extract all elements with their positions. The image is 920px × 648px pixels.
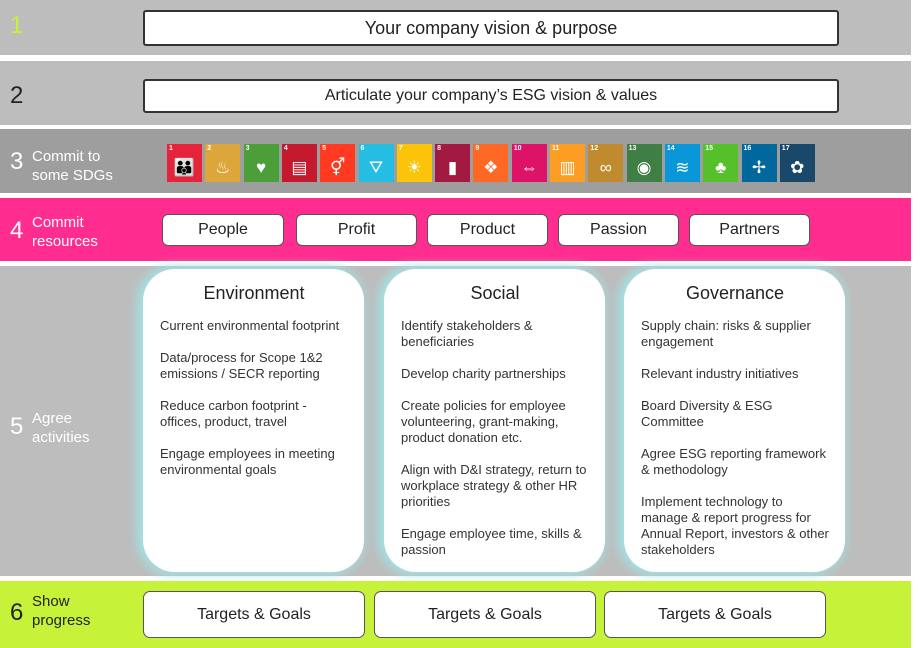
sdg-tile-3: 3♥ (243, 144, 279, 182)
governance-item: Implement technology to manage & report … (641, 494, 829, 557)
social-item: Engage employee time, skills & passion (401, 526, 582, 557)
sdg-tile-8: 8▮ (435, 144, 471, 182)
bowl-icon: ♨ (215, 158, 231, 177)
resource-product: Product (427, 214, 548, 246)
sdg-number: 14 (666, 145, 675, 152)
targets-goals-environment: Targets & Goals (143, 591, 365, 638)
people-icon: 👪 (173, 158, 196, 177)
sdg-tile-17: 17✿ (779, 144, 815, 182)
sdg-number: 17 (781, 145, 790, 152)
sdg-number: 3 (245, 145, 250, 152)
social-title: Social (470, 283, 520, 303)
water-icon: ⛛ (368, 158, 384, 177)
sdg-tile-14: 14≋ (664, 144, 700, 182)
environment-title: Environment (203, 283, 305, 303)
sdg-tile-10: 10 ⇔ (511, 144, 547, 182)
sdg-tile-5: 5⚥ (320, 144, 356, 182)
row-2-number: 2 (10, 82, 24, 109)
environment-item: Current environmental footprint (160, 318, 340, 333)
governance-item: Supply chain: risks & supplier engagemen… (641, 318, 811, 349)
sdg-tile-2: 2♨ (205, 144, 241, 182)
social-item: Develop charity partnerships (401, 366, 566, 381)
cubes-icon: ❖ (483, 158, 499, 177)
eye-icon: ◉ (636, 158, 652, 177)
sdg-number: 5 (322, 145, 327, 152)
governance-title: Governance (685, 283, 785, 303)
tree-icon: ♣ (715, 158, 727, 177)
sdg-tile-9: 9❖ (473, 144, 509, 182)
environment-item: Reduce carbon footprint - offices, produ… (160, 398, 307, 429)
social-item: Align with D&I strategy, return to workp… (401, 462, 587, 509)
sdg-number: 7 (398, 145, 403, 152)
values-box: Articulate your company’s ESG vision & v… (143, 79, 839, 113)
resource-people: People (162, 214, 284, 246)
sun-icon: ☀ (406, 158, 422, 177)
row-1-number: 1 (10, 12, 24, 39)
row-5-label: Agree activities (32, 410, 90, 446)
sdg-tile-4: 4▤ (281, 144, 317, 182)
sdg-number: 4 (283, 145, 288, 152)
city-icon: ▥ (559, 158, 576, 177)
gender-icon: ⚥ (330, 158, 346, 177)
sdg-tile-13: 13 ◉ (626, 144, 662, 182)
resource-passion: Passion (558, 214, 679, 246)
fish-icon: ≋ (675, 158, 690, 177)
book-icon: ▤ (291, 158, 308, 177)
sdg-tile-15: 15♣ (703, 144, 739, 182)
sdg-number: 15 (705, 145, 713, 152)
row-3-number: 3 (10, 148, 24, 175)
sdg-tile-16: 16 ✢ (741, 144, 777, 182)
resource-partners: Partners (689, 214, 810, 246)
sdg-number: 13 (628, 145, 637, 152)
targets-goals-social: Targets & Goals (374, 591, 596, 638)
row-6-number: 6 (10, 599, 24, 626)
governance-item: Board Diversity & ESG Committee (641, 398, 773, 429)
governance-item: Agree ESG reporting framework & methodol… (641, 446, 826, 477)
sdg-tile-1: 1👪 (167, 144, 202, 182)
heartbeat-icon: ♥ (256, 158, 267, 177)
environment-item: Engage employees in meeting environmenta… (160, 446, 335, 477)
row-3-label: Commit to some SDGs (32, 148, 113, 184)
row-4-label: Commit resources (32, 214, 98, 250)
targets-goals-governance: Targets & Goals (604, 591, 826, 638)
sdg-number: 11 (552, 145, 560, 152)
social-item: Identify stakeholders & beneficiaries (401, 318, 533, 349)
sdg-number: 1 (169, 145, 173, 152)
sdg-number: 6 (360, 145, 365, 152)
social-card: Social Identify stakeholders & beneficia… (384, 269, 605, 572)
sdg-tile-7: 7☀ (396, 144, 432, 182)
equality-icon: ⇔ (520, 158, 538, 177)
sdg-number: 12 (590, 145, 599, 152)
governance-item: Relevant industry initiatives (641, 366, 799, 381)
infinity-icon: ∞ (599, 158, 612, 177)
dove-icon: ✢ (751, 158, 767, 177)
row-4-number: 4 (10, 217, 24, 244)
sdg-tile-11: 11 ▥ (550, 144, 585, 182)
governance-card: Governance Supply chain: risks & supplie… (624, 269, 845, 572)
row-6-label: Show progress (32, 593, 91, 629)
flower-icon: ✿ (790, 158, 805, 177)
vision-box: Your company vision & purpose (143, 10, 839, 46)
growth-icon: ▮ (447, 158, 458, 177)
sdg-tile-6: 6⛛ (358, 144, 394, 182)
sdg-number: 8 (437, 145, 441, 152)
sdg-number: 9 (475, 145, 480, 152)
sdg-tile-12: 12∞ (588, 144, 624, 182)
sdg-number: 10 (513, 145, 522, 152)
sdg-number: 2 (207, 145, 212, 152)
environment-item: Data/process for Scope 1&2 emissions / S… (160, 350, 323, 381)
resource-profit: Profit (296, 214, 417, 246)
row-5-number: 5 (10, 413, 24, 440)
environment-card: Environment Current environmental footpr… (143, 269, 364, 572)
sdg-number: 16 (743, 145, 752, 152)
social-item: Create policies for employee volunteerin… (401, 398, 566, 445)
